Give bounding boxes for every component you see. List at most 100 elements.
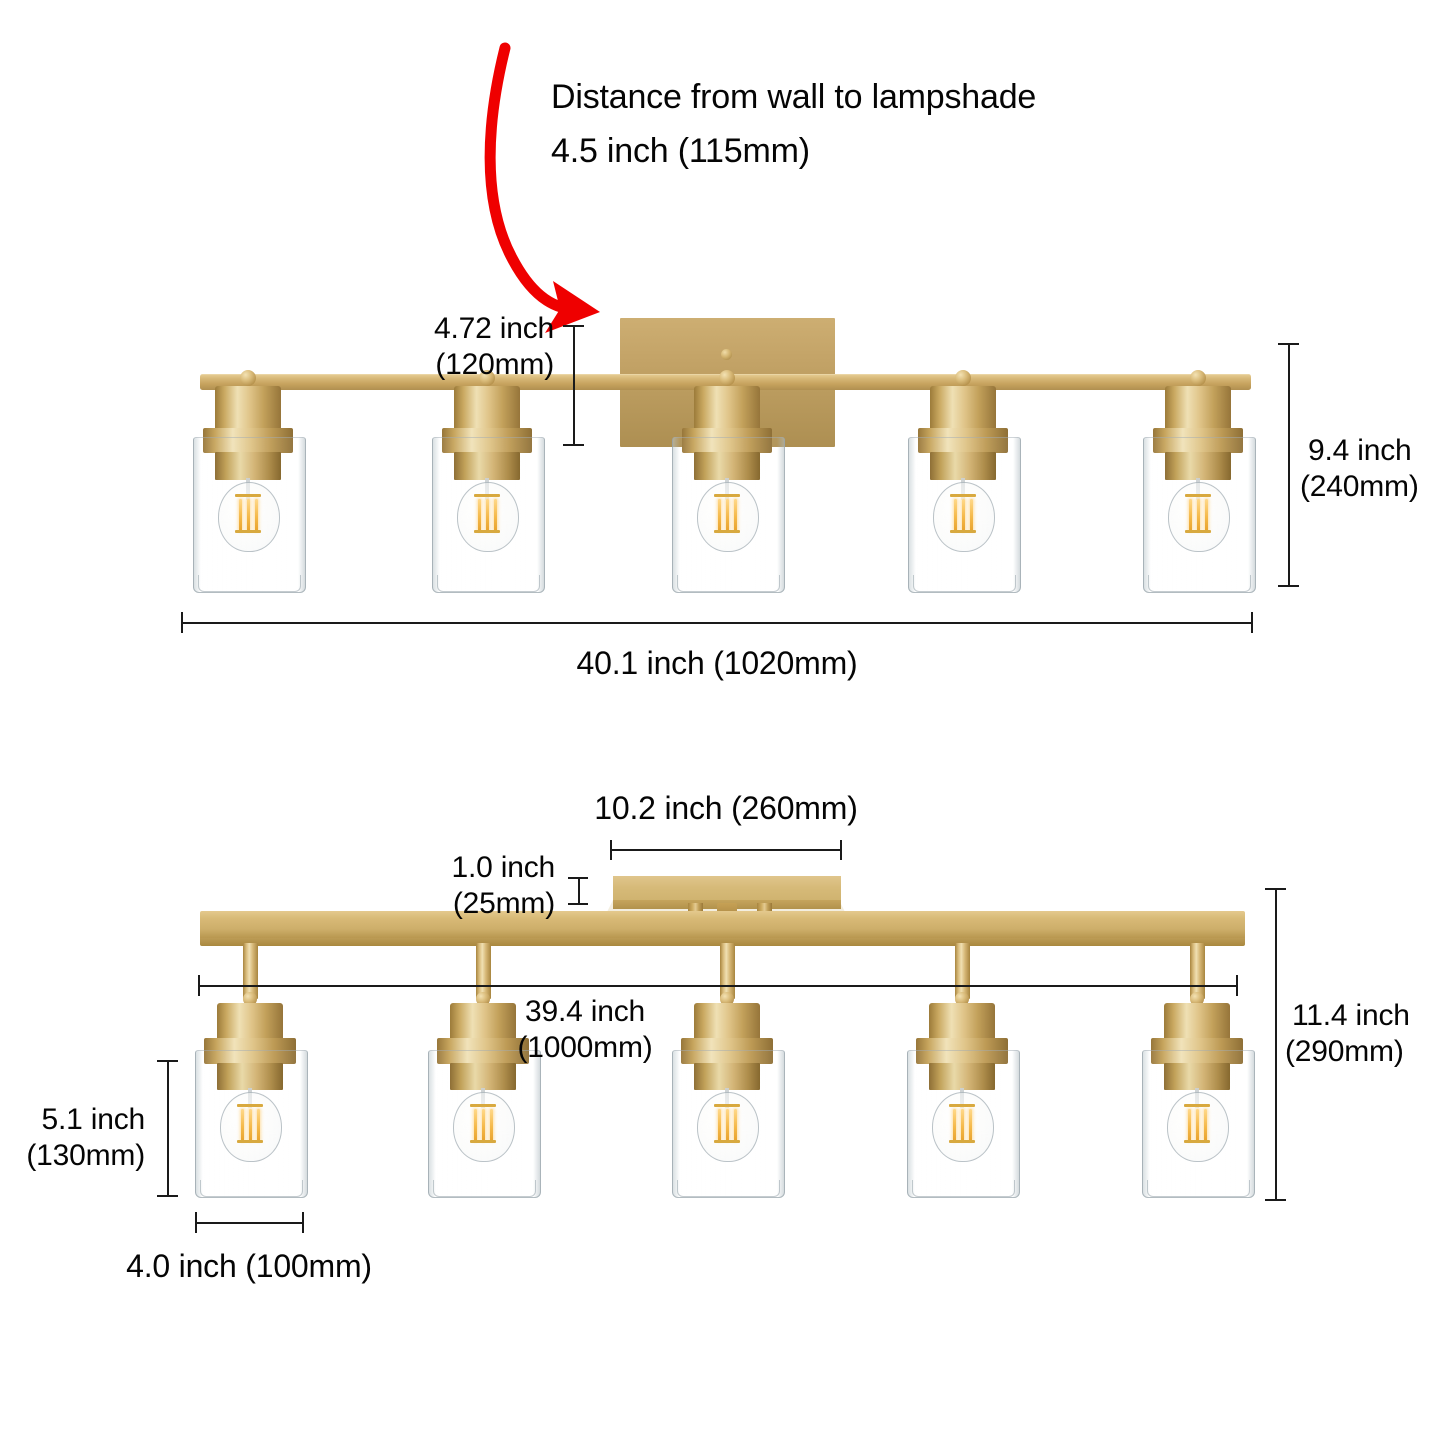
- dim-tick: [1251, 612, 1253, 633]
- filament: [1197, 499, 1200, 531]
- filament: [494, 499, 497, 531]
- filament: [474, 1109, 477, 1141]
- dim-label-top-overall-width: 40.1 inch (1020mm): [576, 645, 858, 681]
- glass-shade-base: [1148, 575, 1251, 592]
- dim-label-top-overall-height-line2: (240mm): [1300, 470, 1419, 503]
- filament: [969, 1109, 972, 1141]
- dim-line-shade-width: [195, 1222, 304, 1224]
- filament: [1205, 499, 1208, 531]
- dim-tick: [1265, 888, 1286, 890]
- filament: [961, 1109, 964, 1141]
- dim-tick: [157, 1060, 178, 1062]
- dim-tick: [563, 325, 584, 327]
- socket-cap: [930, 386, 996, 434]
- dim-line-top-overall-height: [1288, 343, 1290, 586]
- dim-label-shade-width: 4.0 inch (100mm): [126, 1248, 372, 1284]
- socket-cap: [1165, 386, 1231, 434]
- dim-line-bottom-overall-height: [1275, 888, 1277, 1201]
- dim-tick: [610, 840, 612, 860]
- glass-shade-base: [913, 575, 1016, 592]
- drop-stem: [720, 943, 735, 999]
- filament: [726, 499, 729, 531]
- socket-inner-ring: [694, 452, 760, 480]
- filament: [241, 1109, 244, 1141]
- dim-label-bottom-overall-height-line2: (290mm): [1285, 1035, 1404, 1068]
- dim-label-shade-height-line2: (130mm): [26, 1139, 145, 1172]
- dim-label-bottom-overall-height-line1: 11.4 inch: [1292, 999, 1410, 1032]
- filament: [247, 499, 250, 531]
- filament: [953, 1109, 956, 1141]
- filament-base: [237, 1140, 263, 1143]
- filament: [970, 499, 973, 531]
- dim-label-canopy-thickness-line2: (25mm): [452, 887, 555, 920]
- filament-bridge: [1185, 494, 1211, 497]
- filament-base: [950, 530, 976, 533]
- ball-joint: [955, 370, 971, 386]
- filament-base: [714, 530, 740, 533]
- dim-label-canopy-thickness-line1: 1.0 inch: [451, 851, 556, 884]
- filament-bridge: [470, 1104, 496, 1107]
- drop-stem: [1190, 943, 1205, 999]
- glass-shade-base: [677, 1180, 780, 1197]
- socket-inner-ring: [1165, 452, 1231, 480]
- dim-line-canopy-thickness: [578, 877, 580, 905]
- filament-base: [1185, 530, 1211, 533]
- dim-label-wall-plate-height-line2: (120mm): [435, 348, 554, 381]
- filament: [734, 1109, 737, 1141]
- glass-shade-base: [200, 1180, 303, 1197]
- filament-bridge: [237, 1104, 263, 1107]
- ball-joint: [955, 992, 969, 1006]
- glass-shade-base: [677, 575, 780, 592]
- flushmount-cross-bar-edge: [200, 938, 1245, 946]
- socket-cap: [215, 386, 281, 434]
- filament: [726, 1109, 729, 1141]
- socket-inner-ring: [215, 452, 281, 480]
- socket-inner-ring: [930, 452, 996, 480]
- dim-label-canopy-width: 10.2 inch (260mm): [594, 790, 858, 826]
- ball-joint: [476, 992, 490, 1006]
- filament: [478, 499, 481, 531]
- filament: [718, 1109, 721, 1141]
- dim-line-wall-plate-height: [573, 325, 575, 445]
- dim-line-shade-height: [167, 1060, 169, 1197]
- filament-base: [949, 1140, 975, 1143]
- dim-tick: [181, 612, 183, 633]
- filament: [257, 1109, 260, 1141]
- dim-line-bar-width: [198, 985, 1238, 987]
- ball-joint: [240, 370, 256, 386]
- drop-stem: [476, 943, 491, 999]
- dim-tick: [1278, 343, 1299, 345]
- plate-screw-icon: [721, 349, 732, 360]
- socket-inner-ring: [929, 1063, 995, 1090]
- dim-tick: [568, 903, 588, 905]
- glass-shade-base: [1147, 1180, 1250, 1197]
- dim-label-shade-height-line1: 5.1 inch: [41, 1103, 146, 1136]
- bulb-glass: [697, 482, 759, 552]
- dim-tick: [1278, 585, 1299, 587]
- filament-base: [235, 530, 261, 533]
- drop-stem: [243, 943, 258, 999]
- drop-stem: [955, 943, 970, 999]
- dim-line-top-overall-width: [181, 622, 1253, 624]
- dim-tick: [840, 840, 842, 860]
- top-fixture-wall-sconce: 4.72 inch (120mm) 9.4 inch (240mm) 40.1 …: [0, 0, 1445, 700]
- glass-shade-base: [198, 575, 301, 592]
- socket-inner-ring: [694, 1063, 760, 1090]
- dim-label-bar-width-line2: (1000mm): [517, 1031, 653, 1064]
- callout-line1: Distance from wall to lampshade: [551, 78, 1037, 116]
- dim-line-canopy-width: [610, 849, 842, 851]
- dim-tick: [1265, 1199, 1286, 1201]
- glass-shade-base: [437, 575, 540, 592]
- filament-base: [474, 530, 500, 533]
- ball-joint: [720, 992, 734, 1006]
- filament: [1189, 499, 1192, 531]
- dim-label-top-overall-height-line1: 9.4 inch: [1308, 434, 1412, 467]
- filament: [954, 499, 957, 531]
- filament-base: [1184, 1140, 1210, 1143]
- filament-bridge: [714, 494, 740, 497]
- filament: [249, 1109, 252, 1141]
- filament-bridge: [1184, 1104, 1210, 1107]
- filament: [490, 1109, 493, 1141]
